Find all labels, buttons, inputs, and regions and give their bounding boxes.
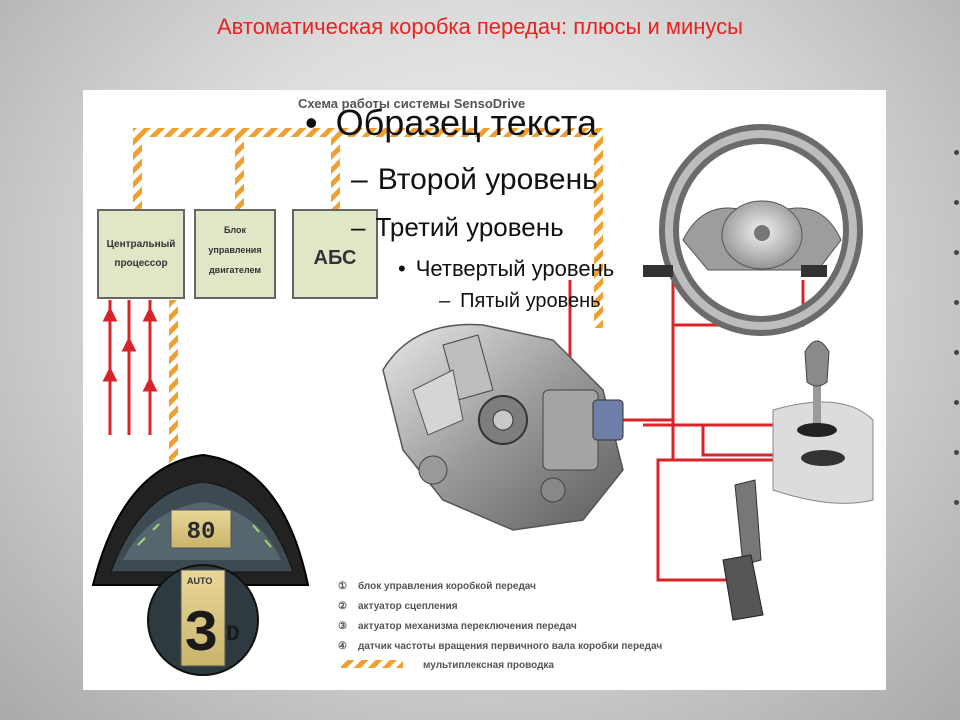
gear-shifter-illustration — [772, 340, 874, 504]
pedal-illustration — [722, 479, 764, 621]
auto-label: AUTO — [187, 576, 212, 586]
bullet-level-1-text: Образец текста — [335, 102, 597, 143]
steering-wheel-illustration — [643, 124, 863, 336]
gearbox-illustration — [382, 323, 624, 531]
edge-bullet-dots — [954, 150, 960, 550]
bullet-level-4-text: Четвертый уровень — [415, 256, 615, 281]
bullet-level-2: –Второй уровень — [351, 163, 598, 197]
edge-dot — [954, 350, 959, 355]
legend-marker-3: ③ — [338, 621, 347, 632]
slide-title: Автоматическая коробка передач: плюсы и … — [216, 14, 743, 39]
edge-dot — [954, 150, 959, 155]
cpu-block: Центральный процессор — [97, 209, 185, 299]
engine-label-2: управления — [208, 245, 261, 255]
gear-digit: 3 — [184, 603, 219, 668]
abs-label: АБС — [314, 247, 357, 269]
engine-control-block: Блок управления двигателем — [194, 209, 276, 299]
legend-multiplex-swatch — [341, 660, 403, 668]
bullet-level-1: • Образец текста — [305, 102, 597, 144]
cpu-label-1: Центральный — [107, 239, 176, 250]
speed-readout: 80 — [187, 519, 216, 546]
edge-dot — [954, 250, 959, 255]
diagram-legend: ① блок управления коробкой передач ② акт… — [338, 580, 662, 671]
placeholder-bullet-list: •Образец текста –Второй уровень –Третий … — [83, 90, 886, 690]
edge-dot — [954, 500, 959, 505]
legend-text-5: мультиплексная проводка — [423, 660, 554, 671]
legend-text-2: актуатор сцепления — [358, 601, 458, 612]
sensodrive-diagram: Схема работы системы SensoDrive Централь… — [83, 90, 886, 690]
gear-sub-digit: D — [226, 622, 239, 647]
legend-text-3: актуатор механизма переключения передач — [358, 621, 577, 632]
bullet-level-4: • Четвертый уровень — [398, 256, 614, 282]
dash-marker: – — [351, 212, 366, 242]
engine-label-1: Блок — [224, 225, 247, 235]
edge-dot — [954, 200, 959, 205]
engine-label-3: двигателем — [209, 265, 261, 275]
cpu-signal-lines — [102, 300, 158, 435]
multiplex-wiring — [133, 128, 603, 530]
edge-dot — [954, 450, 959, 455]
bullet-marker: • — [398, 256, 406, 281]
bullet-level-5: –Пятый уровень — [439, 290, 601, 313]
dashboard-cluster: 80 AUTO 3 D — [91, 453, 310, 676]
bullet-level-5-text: Пятый уровень — [460, 290, 601, 312]
diagram-heading: Схема работы системы SensoDrive — [298, 96, 525, 111]
legend-marker-4: ④ — [338, 641, 347, 652]
bullet-level-3-text: Третий уровень — [375, 212, 564, 242]
edge-dot — [954, 300, 959, 305]
dash-marker: – — [351, 163, 368, 196]
legend-text-1: блок управления коробкой передач — [358, 580, 536, 592]
bullet-level-2-text: Второй уровень — [377, 163, 598, 196]
edge-dot — [954, 400, 959, 405]
bullet-level-3: –Третий уровень — [351, 212, 564, 243]
bullet-marker: • — [305, 102, 318, 143]
actuator-signal-lines — [568, 280, 808, 582]
dash-marker: – — [439, 290, 451, 312]
legend-marker-1: ① — [338, 581, 347, 592]
diagram-canvas: Схема работы системы SensoDrive Централь… — [91, 96, 874, 676]
cpu-label-2: процессор — [114, 258, 167, 269]
legend-text-4: датчик частоты вращения первичного вала … — [358, 640, 662, 652]
legend-marker-2: ② — [338, 601, 347, 612]
abs-block: АБС — [292, 209, 378, 299]
